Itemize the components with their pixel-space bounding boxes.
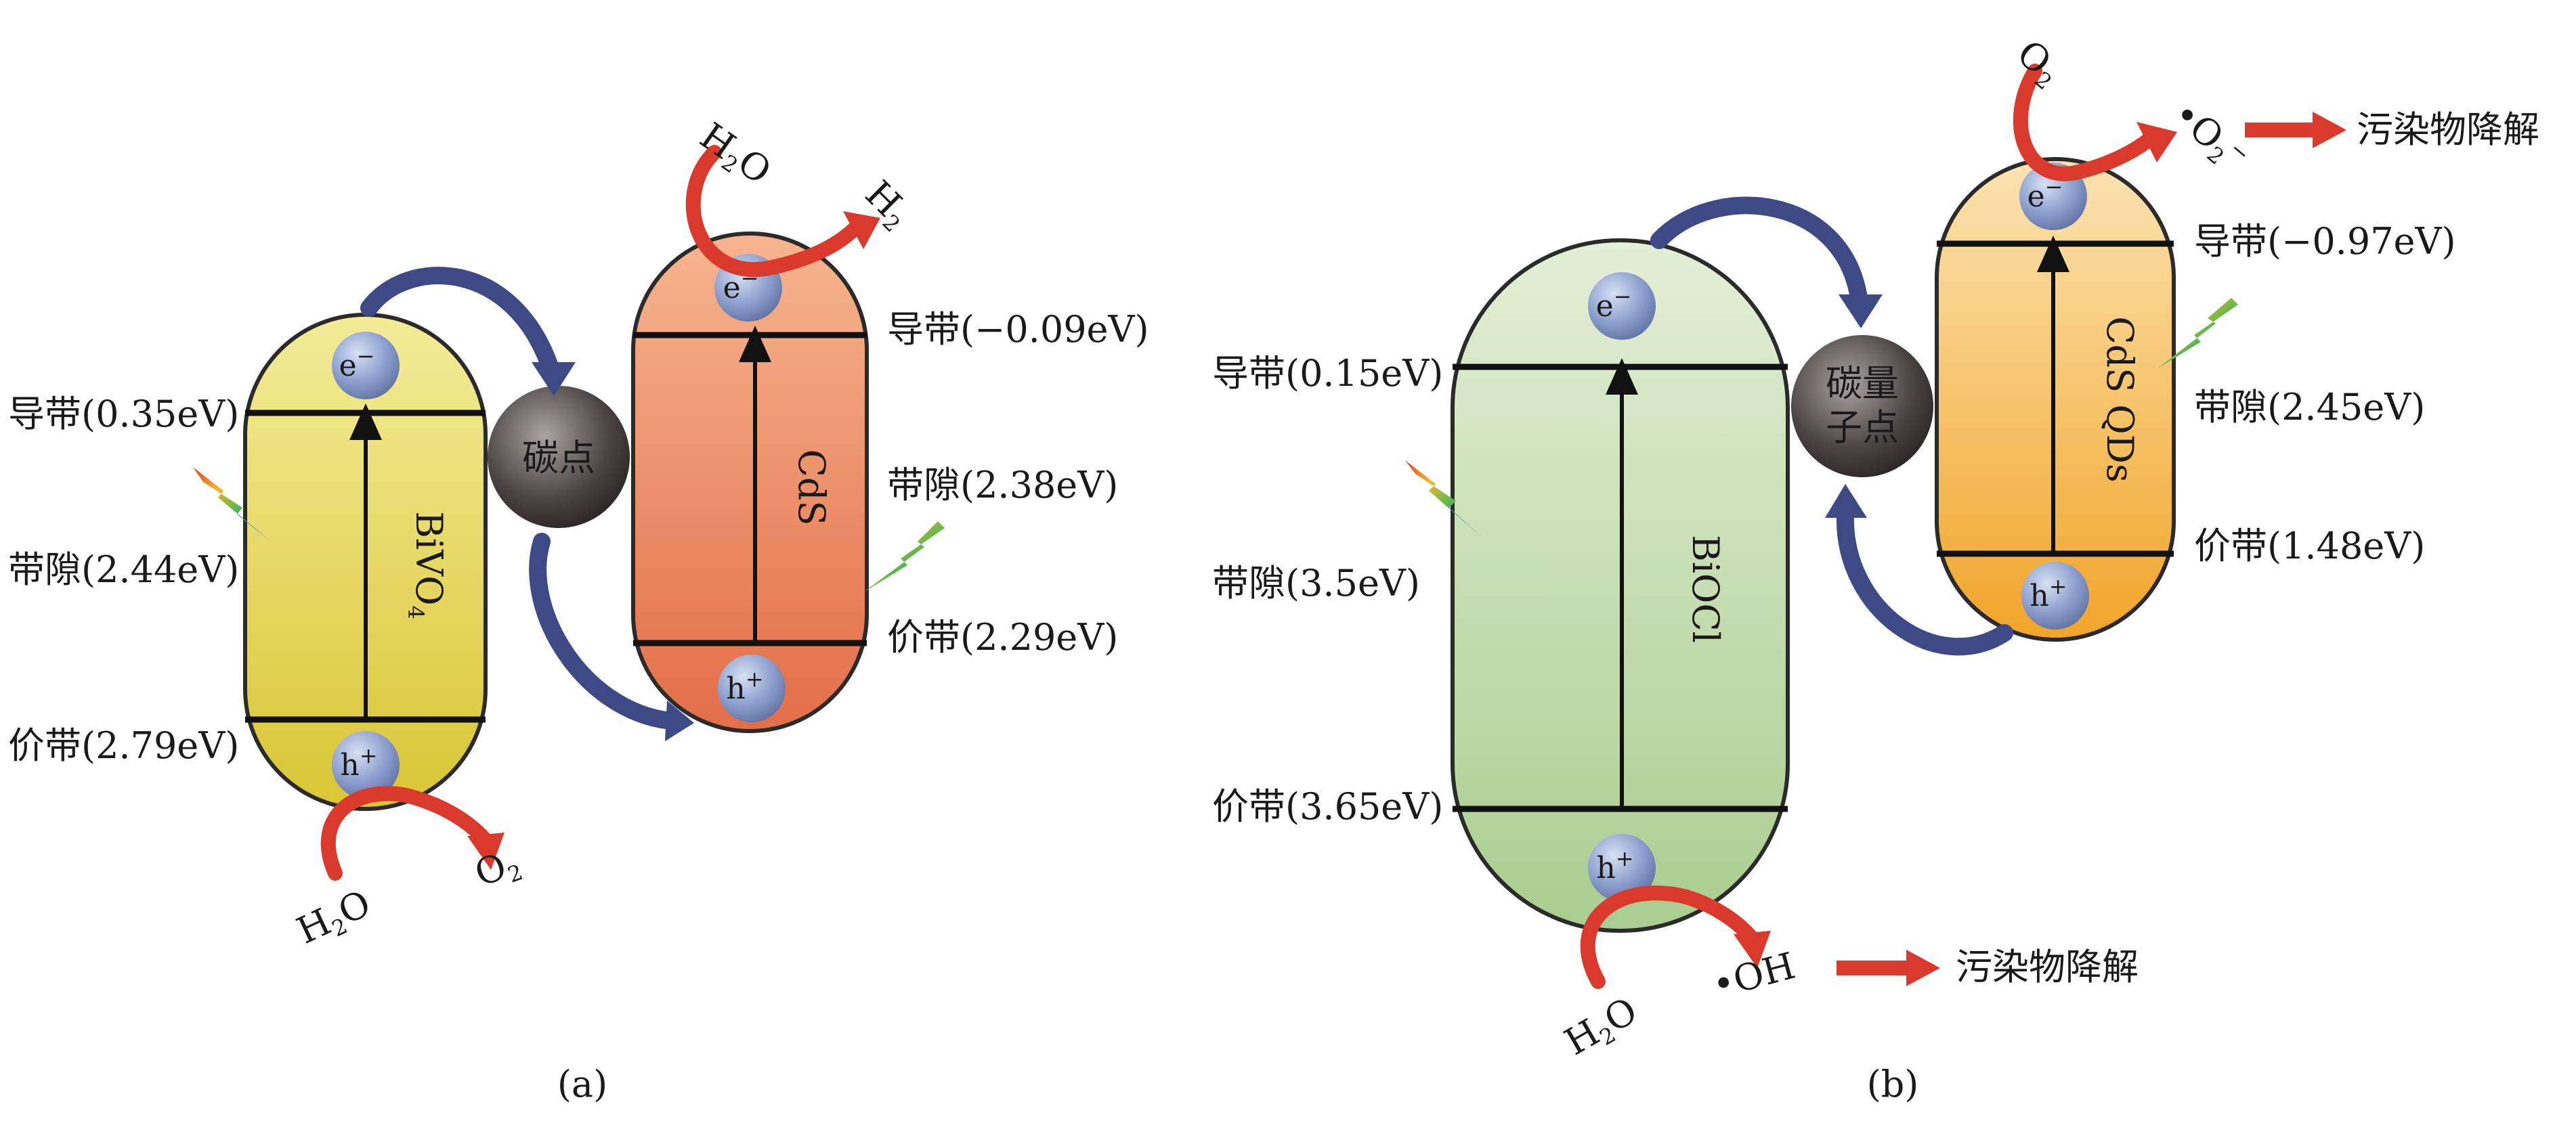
cds-hole <box>718 655 786 722</box>
light-bolt-icon <box>2157 298 2238 369</box>
carbon-quantum-dot <box>1791 335 1933 477</box>
bivo4-gap-label: 带隙(2.44eV) <box>8 548 239 591</box>
light-bolt-icon <box>193 467 271 542</box>
panel-b: BiOCl e− h+ 导带(0.15eV) 带隙(3.5eV) 价带(3.65… <box>1212 32 2539 1105</box>
svg-text:h+: h+ <box>340 743 377 783</box>
hole-transfer-arrow <box>1836 506 2013 656</box>
bivo4-vb-label: 价带(2.79eV) <box>8 724 239 767</box>
biocl-label: BiOCl <box>1684 535 1727 643</box>
cds-label: CdS <box>790 449 833 526</box>
bivo4-hole <box>332 731 400 799</box>
biocl-gap-label: 带隙(3.5eV) <box>1212 562 1420 604</box>
pollutant-degradation-top: 污染物降解 <box>2357 108 2539 151</box>
carbon-dot <box>488 386 630 528</box>
superoxide-label: •O2− <box>2162 93 2256 181</box>
electron-transfer-arrow <box>360 267 561 381</box>
cds-vb-label: 价带(2.29eV) <box>887 616 1118 659</box>
svg-text:h+: h+ <box>2030 573 2067 613</box>
biocl-hole <box>1588 834 1656 902</box>
o2-to-superoxide-arrow <box>2013 64 2158 181</box>
h2o-to-oh-arrow <box>1580 885 1761 989</box>
bivo4-cb-label: 导带(0.35eV) <box>8 393 239 435</box>
hole-transfer-arrow <box>529 533 679 730</box>
svg-text:h+: h+ <box>1596 845 1633 885</box>
biocl-cb-label: 导带(0.15eV) <box>1212 352 1443 395</box>
electron-transfer-arrow <box>1650 196 1868 307</box>
panel-a: BiVO4 e− h+ 导带(0.35eV) 带隙(2.44eV) 价带(2.7… <box>8 114 1149 1105</box>
pollutant-degradation-bottom: 污染物降解 <box>1956 946 2139 988</box>
cdsqds-label: CdS QDs <box>2099 316 2141 482</box>
cdsqds-cb-label: 导带(−0.97eV) <box>2194 220 2456 263</box>
cdsqds-gap-label: 带隙(2.45eV) <box>2194 386 2425 428</box>
cds-band <box>631 232 869 733</box>
cdsqds-hole <box>2021 562 2089 630</box>
bivo4-electron <box>332 332 400 399</box>
biocl-electron <box>1588 272 1656 340</box>
h2o-to-h2-arrow <box>685 145 864 277</box>
o2-top-label: O2 <box>2006 32 2069 95</box>
cds-cb-label: 导带(−0.09eV) <box>887 308 1149 351</box>
h2o-bottom-label: H2O <box>291 881 379 955</box>
light-bolt-icon <box>863 521 945 592</box>
svg-text:e−: e− <box>1596 284 1632 324</box>
h2o-to-o2-arrow <box>320 786 495 881</box>
carbon-dot-label: 碳点 <box>522 437 595 479</box>
caption-a: (a) <box>557 1063 607 1105</box>
caption-b: (b) <box>1867 1063 1919 1105</box>
svg-text:h+: h+ <box>726 666 763 706</box>
biocl-vb-label: 价带(3.65eV) <box>1212 785 1443 828</box>
carbon-quantum-dot-label-1: 碳量 <box>1826 362 1899 405</box>
bivo4-label: BiVO4 <box>403 511 450 619</box>
cdsqds-vb-label: 价带(1.48eV) <box>2194 525 2425 567</box>
carbon-quantum-dot-label-2: 子点 <box>1826 406 1899 449</box>
cds-gap-label: 带隙(2.38eV) <box>887 464 1118 506</box>
svg-text:e−: e− <box>339 343 375 383</box>
light-bolt-icon <box>1405 460 1483 538</box>
h2o-bottom-label-b: H2O <box>1558 989 1646 1067</box>
hydroxyl-label: •OH <box>1708 944 1799 1007</box>
